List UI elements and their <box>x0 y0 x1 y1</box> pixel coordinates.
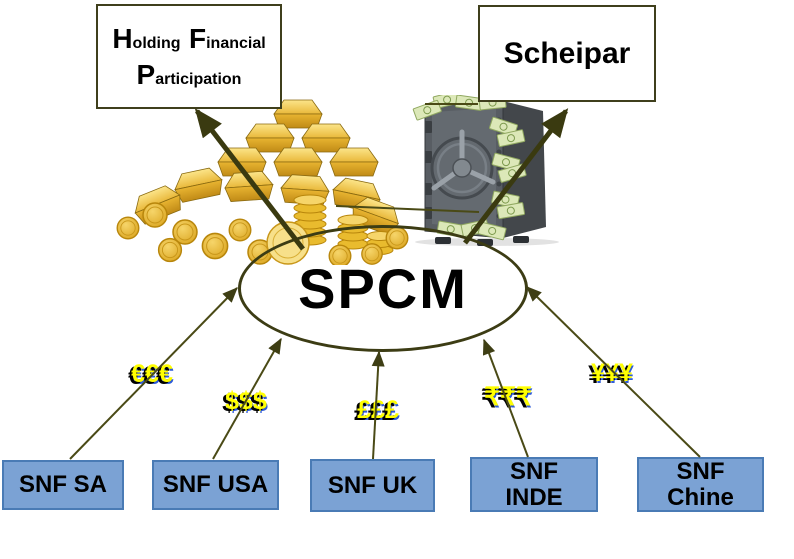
holding-word3: Participation <box>137 60 242 88</box>
holding-word2: Financial <box>189 24 266 52</box>
spcm-ellipse: SPCM <box>238 225 528 352</box>
currency-label-pound: £££ <box>357 396 399 424</box>
holding-word2-rest: inancial <box>206 34 266 52</box>
currency-label-dollar: $$$ <box>225 387 267 415</box>
scheipar-box: Scheipar <box>478 5 656 102</box>
snf-sa-box: SNF SA <box>2 460 124 510</box>
currency-label-euro: €€€ <box>131 360 173 388</box>
holding-word3-rest: articipation <box>155 70 242 88</box>
safe-vault-image <box>412 95 559 246</box>
scheipar-label: Scheipar <box>503 36 631 70</box>
snf-usa-label: SNF USA <box>162 471 269 499</box>
currency-label-yen: ¥¥¥ <box>591 359 633 387</box>
holding-word1-initial: H <box>112 22 133 54</box>
snf-inde-label-line1: SNF <box>510 458 558 486</box>
snf-chine-label-line2: Chine <box>667 483 734 511</box>
holding-word1: Holding <box>112 24 181 52</box>
currency-label-rupee: ₹₹₹ <box>484 383 532 411</box>
spcm-label: SPCM <box>298 257 468 320</box>
snf-inde-label-line2: INDE <box>505 483 563 511</box>
snf-uk-label: SNF UK <box>327 471 418 499</box>
snf-inde-box: SNF INDE <box>470 457 598 512</box>
snf-chine-box: SNF Chine <box>637 457 764 512</box>
holding-word2-initial: F <box>188 22 207 54</box>
snf-usa-box: SNF USA <box>152 460 279 510</box>
holding-word1-rest: olding <box>132 34 181 52</box>
snf-uk-box: SNF UK <box>310 459 435 512</box>
snf-sa-label: SNF SA <box>18 471 107 499</box>
snf-chine-label-line1: SNF <box>676 458 725 486</box>
holding-box-line1: Holding Financial <box>110 24 267 53</box>
holding-box-line2: Participation <box>135 60 244 89</box>
holding-financial-participation-box: Holding Financial Participation <box>96 4 282 109</box>
holding-word3-initial: P <box>136 58 156 90</box>
